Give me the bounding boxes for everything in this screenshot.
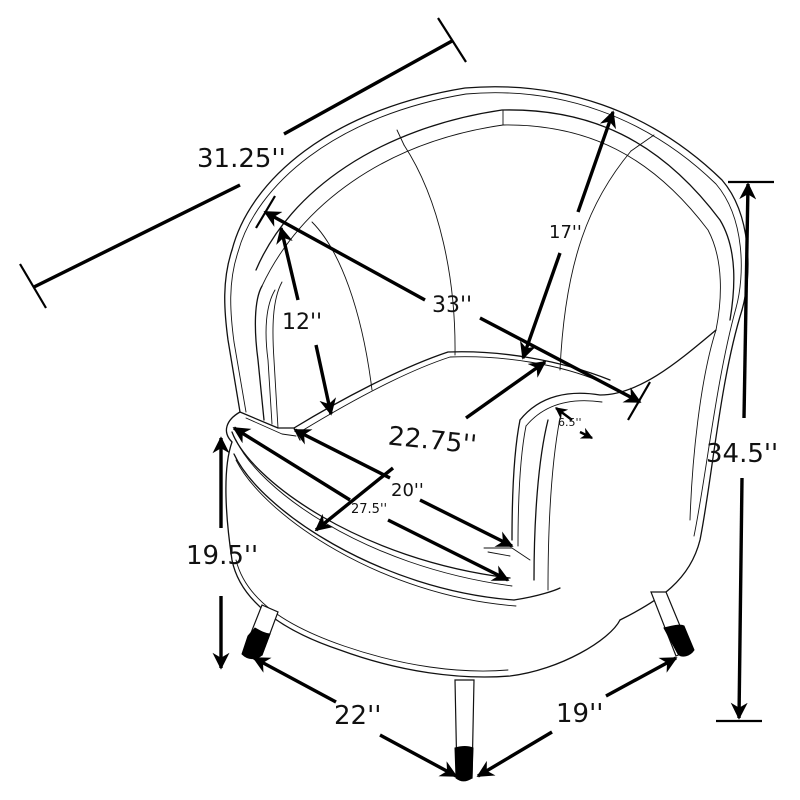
front-apron-right bbox=[513, 587, 561, 601]
seat-back-edge-2 bbox=[299, 356, 607, 433]
seat-inner-notch-2 bbox=[487, 551, 511, 557]
right-arm-front-face-2 bbox=[547, 417, 561, 591]
label-back-height: 17'' bbox=[549, 222, 582, 243]
dim-arm-height bbox=[276, 226, 337, 416]
back-channel-2 bbox=[403, 144, 456, 356]
back-inner-rim bbox=[255, 109, 735, 321]
left-arm-front-2 bbox=[245, 417, 297, 437]
dim-leg-span-side bbox=[476, 656, 678, 778]
left-arm-inner-3 bbox=[272, 281, 283, 429]
back-outer-rim-inner bbox=[237, 92, 742, 309]
back-channel-3 bbox=[559, 150, 632, 371]
front-leg bbox=[454, 679, 475, 782]
label-seat-width: 27.5'' bbox=[351, 502, 388, 517]
label-leg-span-front: 22'' bbox=[334, 701, 382, 731]
front-apron-top bbox=[225, 441, 621, 678]
label-overall-height: 34.5'' bbox=[706, 439, 779, 469]
right-arm-top-2 bbox=[525, 400, 603, 427]
front-apron-bottom bbox=[235, 559, 509, 672]
label-inner-width: 33'' bbox=[432, 293, 473, 318]
seat-left-edge bbox=[225, 411, 241, 443]
dim-seat-depth bbox=[314, 360, 547, 532]
dim-seat-inner-depth bbox=[293, 428, 514, 548]
dim-overall-width bbox=[19, 17, 467, 309]
legs bbox=[241, 591, 695, 782]
right-arm-top bbox=[519, 329, 717, 421]
left-arm-outer bbox=[224, 249, 241, 413]
dim-leg-span-front bbox=[252, 656, 458, 778]
label-arm-width: 6.5'' bbox=[558, 416, 582, 429]
left-leg bbox=[241, 604, 279, 660]
rim-seam-3 bbox=[396, 129, 405, 146]
right-leg bbox=[650, 591, 695, 657]
label-seat-inner-depth: 20'' bbox=[391, 480, 424, 501]
right-arm-inner-face-2 bbox=[517, 425, 527, 547]
left-arm-inner bbox=[254, 285, 265, 421]
left-arm-outer-2 bbox=[230, 251, 247, 413]
left-arm-inner-2 bbox=[265, 289, 276, 425]
right-shell-seam bbox=[689, 329, 717, 521]
right-outer-shell-2 bbox=[693, 307, 737, 537]
seat-back-edge bbox=[293, 351, 611, 429]
front-apron-seat-edge bbox=[233, 453, 515, 601]
rim-seam-2 bbox=[630, 134, 655, 152]
seat-inner-notch bbox=[483, 547, 531, 561]
back-channel-1 bbox=[311, 221, 373, 391]
dim-seat-width bbox=[232, 426, 510, 582]
back-inner-rim-2 bbox=[261, 124, 721, 331]
label-leg-span-side: 19'' bbox=[556, 699, 604, 729]
dimension-lines bbox=[19, 17, 774, 778]
dim-overall-height bbox=[716, 180, 774, 723]
front-apron-seat-edge-2 bbox=[235, 459, 517, 607]
right-arm-inner-face bbox=[511, 419, 521, 541]
dim-back-height bbox=[520, 110, 616, 360]
label-arm-height: 12'' bbox=[282, 310, 323, 335]
right-arm-front-face bbox=[533, 419, 549, 581]
dim-arm-width bbox=[555, 407, 594, 440]
label-seat-height: 19.5'' bbox=[186, 541, 259, 571]
label-overall-width: 31.25'' bbox=[197, 144, 286, 174]
back-outer-rim bbox=[231, 86, 749, 311]
chair-drawing bbox=[224, 86, 749, 678]
